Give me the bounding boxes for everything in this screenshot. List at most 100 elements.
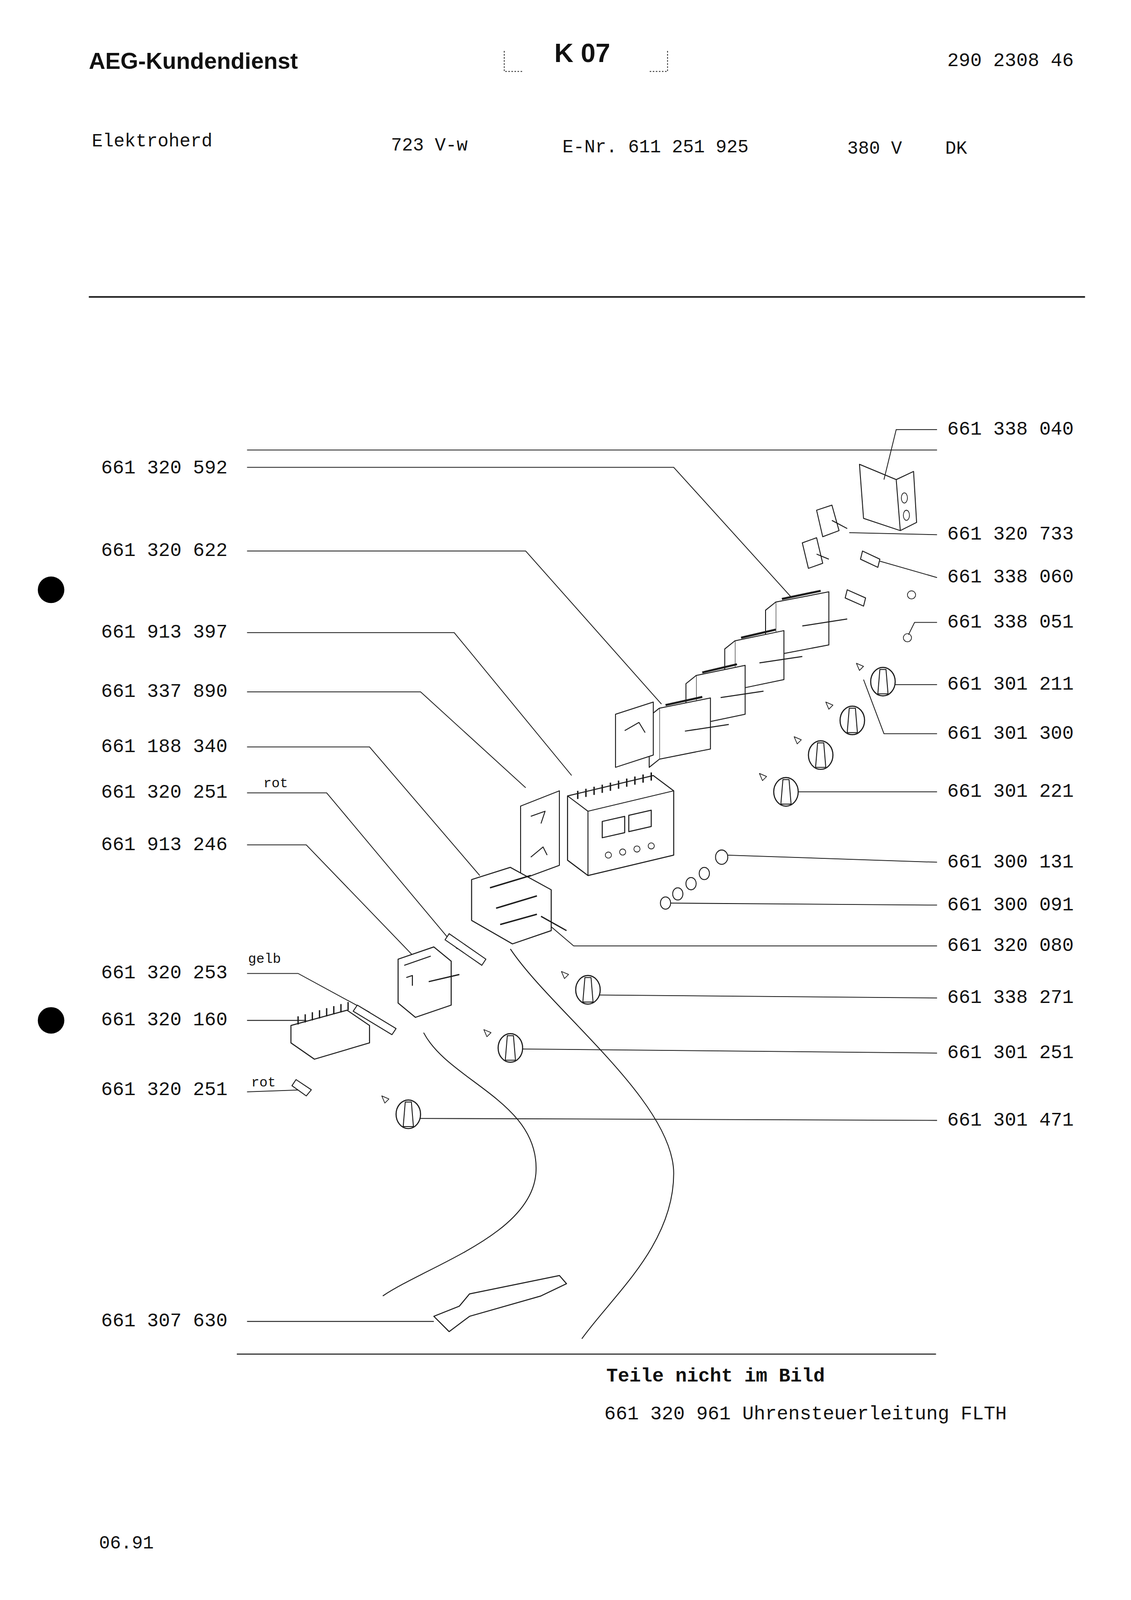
leader-line [884,429,938,480]
part-number: 661 320 253 [100,963,228,985]
part-number: 661 337 890 [100,681,228,703]
cooling-fin [625,778,628,788]
knob-marker [794,736,802,745]
leader-line [246,449,937,451]
clock-button [633,846,640,853]
voltage: 380 V [847,139,902,160]
bracket [649,51,668,72]
push-button [672,887,683,901]
sheet-code: K 07 [554,38,611,68]
signal-lamp [445,933,486,966]
leader-line [777,791,938,793]
part-number: 661 913 397 [100,622,228,644]
clock-button [619,849,626,855]
footer-rule [236,1354,937,1356]
clock-display [602,810,652,838]
leader-line [663,903,938,906]
knob-marker [484,1029,492,1038]
header-rule [88,296,1086,298]
push-button [699,867,710,881]
signal-lamp [291,1079,312,1097]
sensor-bracket [433,1276,567,1333]
regulator-shaft [802,619,848,626]
terminal-row [740,629,776,638]
push-button [685,877,696,891]
selector-contact [347,1002,350,1011]
leader-line [246,747,480,876]
model-name: 723 V-w [390,135,468,157]
leader-line [518,1049,938,1054]
knob-grip [403,1102,414,1127]
appliance-type: Elektroherd [91,131,213,152]
cooling-fin [577,791,579,800]
part-number: 661 301 221 [947,781,1074,803]
part-number: 661 338 060 [947,567,1074,589]
punch-hole [37,1007,65,1034]
push-switch [802,537,829,569]
bracket-hole [901,493,908,504]
control-knob [575,975,601,1005]
control-knob [498,1033,523,1063]
date-stamp: 06.91 [99,1534,154,1555]
part-number: 661 301 471 [947,1110,1074,1132]
bracket-hole [903,510,910,521]
control-knob [396,1100,421,1130]
control-knob [808,740,834,770]
leader-line [246,632,572,776]
terminal-row [781,590,821,600]
cooling-fin [650,772,652,782]
leader-line [246,973,370,1013]
color-note: gelb [248,952,282,968]
selector-contact [297,1016,299,1025]
part-number: 661 300 131 [947,851,1074,873]
leader-line [880,561,938,578]
part-number: 661 320 080 [947,935,1074,957]
leader-line [890,684,938,686]
leader-line [908,622,938,636]
part-number: 661 320 251 [100,1079,228,1101]
leader-line [246,467,791,598]
selector-switch [291,1010,370,1060]
switch-contacts [489,875,537,925]
bracket [504,51,523,72]
knob-marker [856,663,864,671]
leader-line [726,855,938,863]
part-number: 661 320 160 [100,1010,228,1032]
knob-grip [781,779,792,805]
push-button [715,850,728,865]
nut [903,633,912,642]
leader-line [849,532,937,535]
terminal-row [702,664,737,673]
mounting-plate [615,702,654,768]
color-note: rot [250,1075,276,1091]
cooling-fin [617,780,620,789]
selector-contact [304,1014,307,1023]
control-knob [839,706,865,735]
leader-line [408,1118,938,1121]
clock-edge [567,791,674,876]
switch-shaft [541,916,567,931]
cooling-fin [642,774,644,783]
leader-line [246,1321,434,1323]
switch-pin [845,589,866,607]
cooling-fin [585,788,587,798]
terminal-row [665,697,703,706]
note-heading: Teile nicht im Bild [606,1366,825,1388]
mounting-plate [520,791,560,881]
selector-contact [333,1006,335,1015]
part-number: 661 320 733 [947,524,1074,546]
knob-grip [583,977,594,1003]
leader-line [246,792,458,949]
regulator-shaft [720,691,764,698]
cooling-fin [593,787,595,796]
capillary-tube [382,1032,537,1297]
part-number: 661 913 246 [100,834,228,856]
knob-grip [815,743,826,768]
page-title: AEG-Kundendienst [88,48,298,74]
clock-button [648,843,655,850]
control-knob [870,667,896,697]
clock-button [605,852,612,859]
document-number: 290 2308 46 [947,50,1074,72]
knob-marker [825,702,834,710]
part-number: 661 338 040 [947,419,1074,441]
